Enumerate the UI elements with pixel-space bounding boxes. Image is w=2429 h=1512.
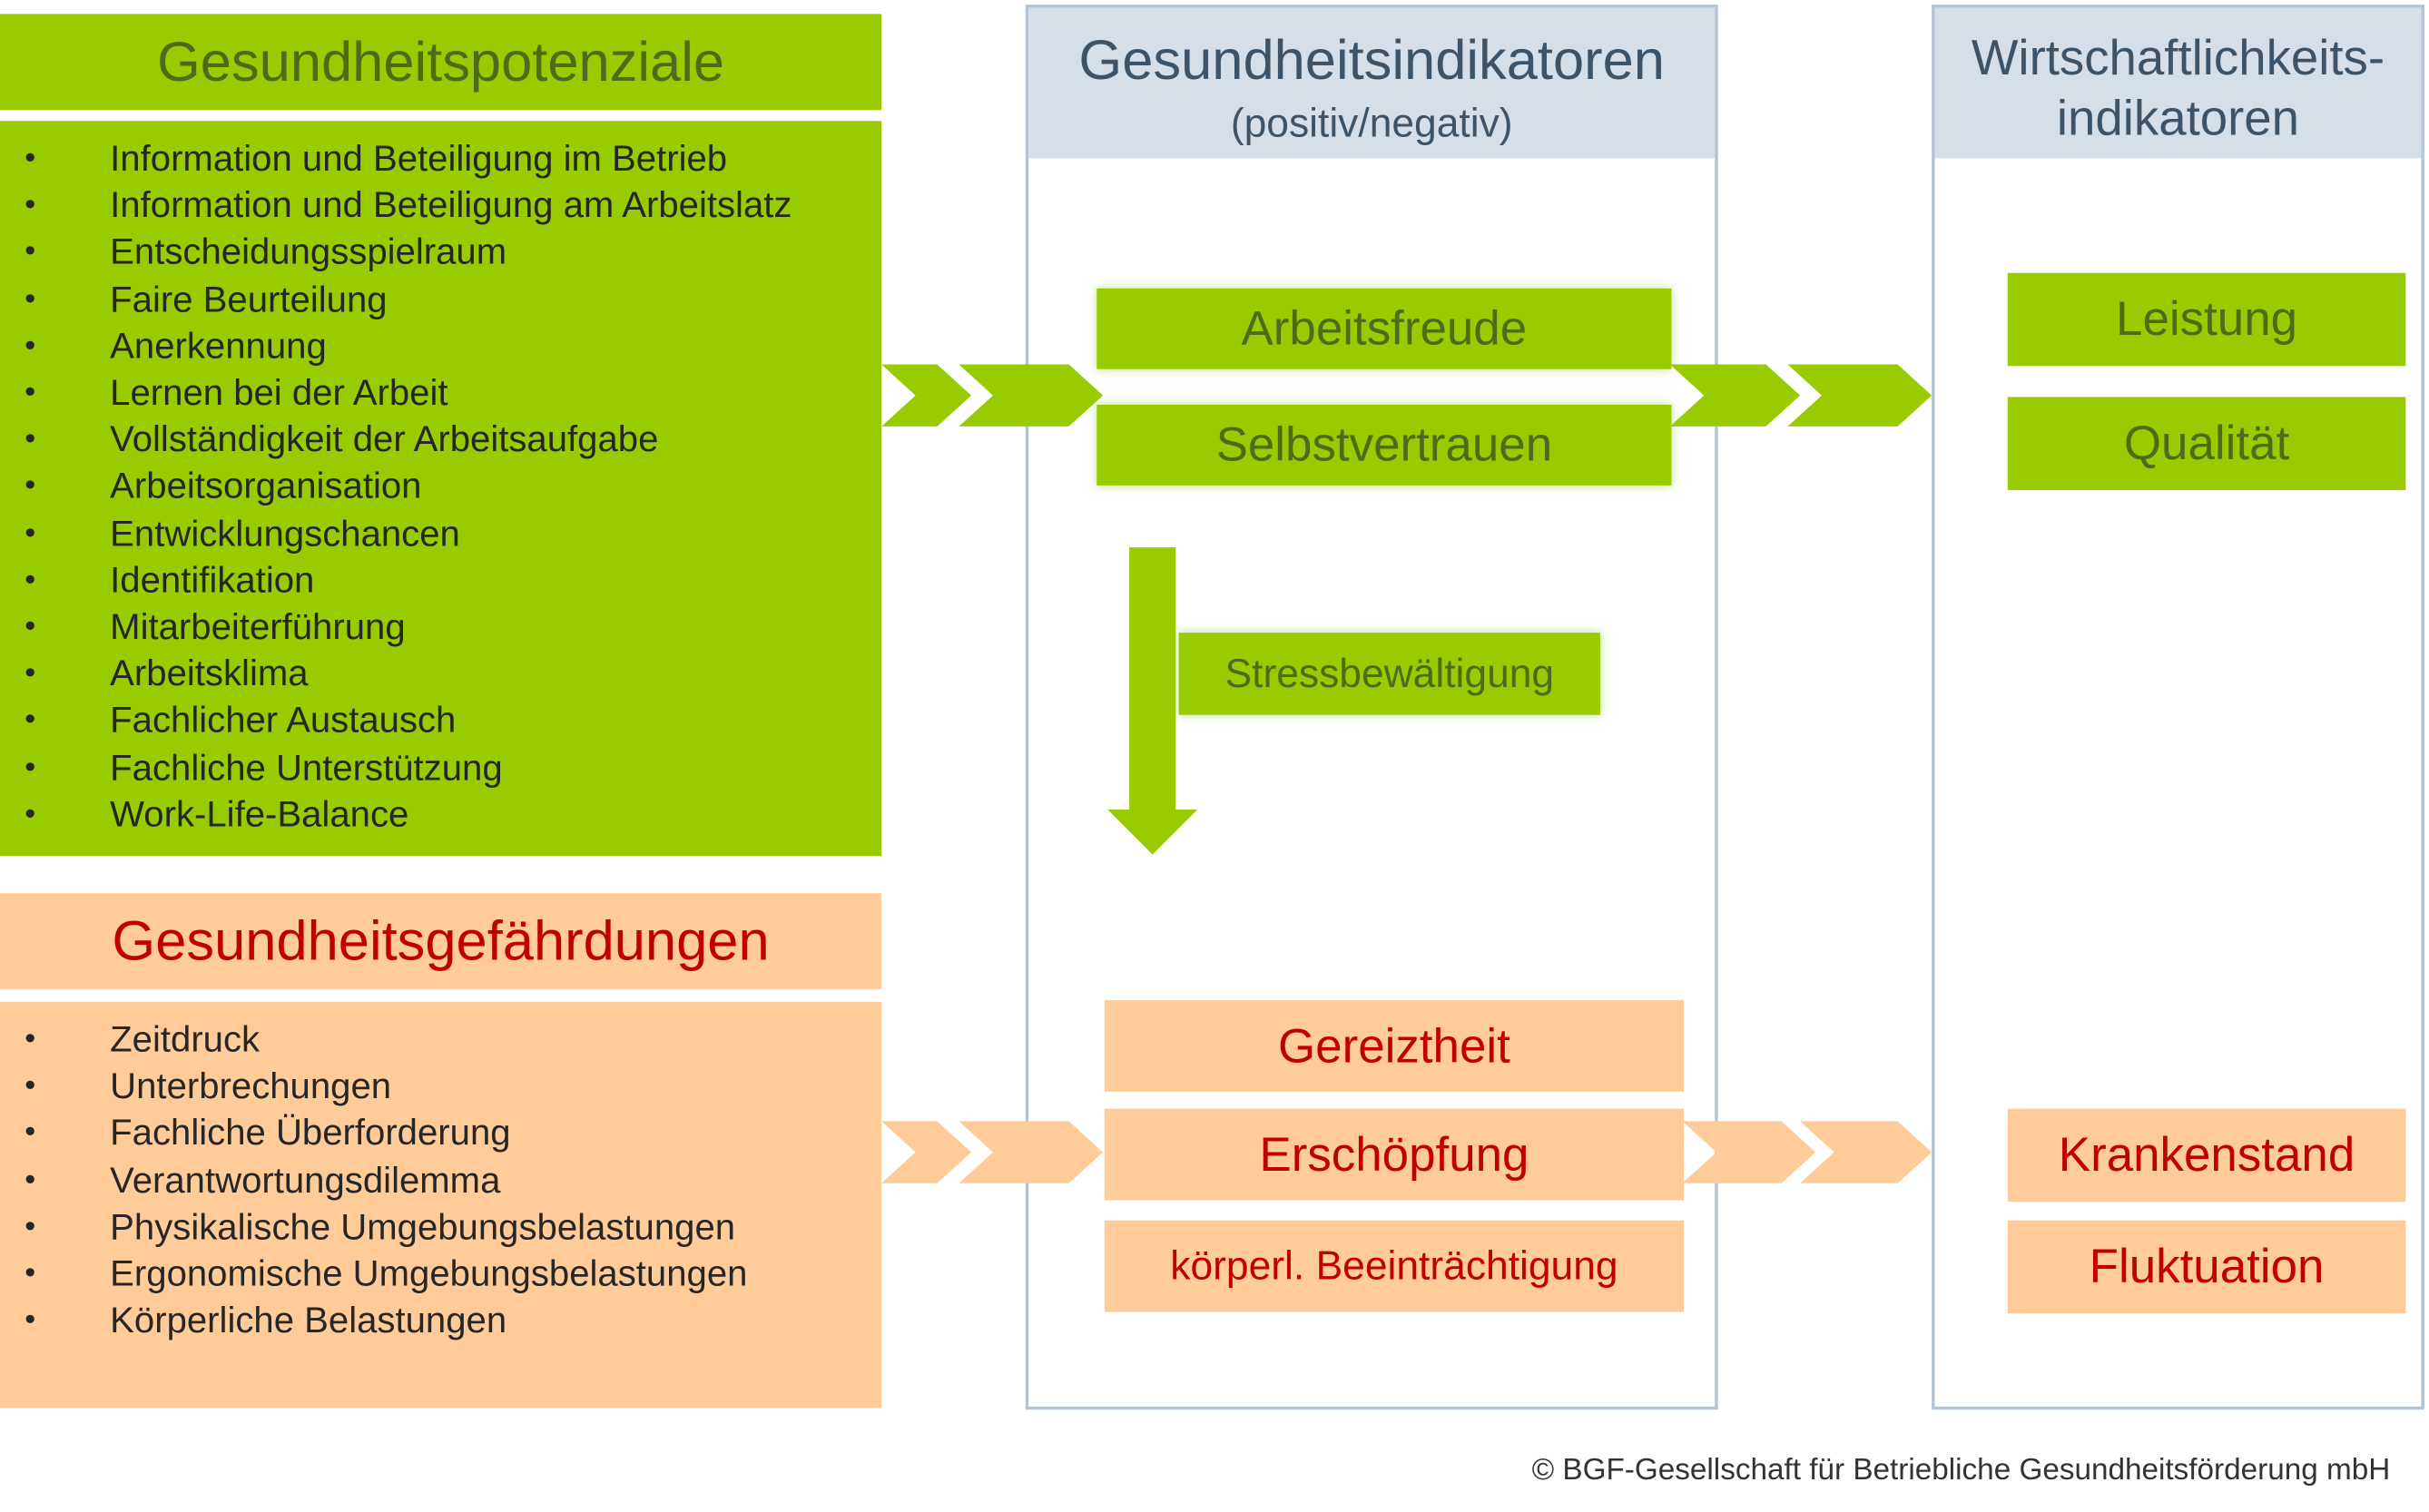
indikator-box-positive: Arbeitsfreude bbox=[1096, 288, 1672, 369]
chevron-arrow-icon bbox=[1800, 1121, 1932, 1183]
indikator-label: Erschöpfung bbox=[1259, 1126, 1529, 1182]
chevron-arrow-icon bbox=[959, 1121, 1104, 1183]
copyright-footer: © BGF-Gesellschaft für Betriebliche Gesu… bbox=[1531, 1453, 2391, 1487]
list-item: Physikalische Umgebungsbelastungen bbox=[0, 1203, 881, 1251]
list-item: Information und Beteiligung am Arbeitsla… bbox=[0, 182, 881, 229]
indikator-label: Arbeitsfreude bbox=[1241, 300, 1528, 356]
wirtschaft-title-line1: Wirtschaftlichkeits- bbox=[1971, 29, 2385, 85]
indikatoren-header: Gesundheitsindikatoren (positiv/negativ) bbox=[1028, 7, 1716, 159]
stress-label: Stressbewältigung bbox=[1224, 649, 1555, 697]
indikator-label: körperl. Beeinträchtigung bbox=[1170, 1242, 1618, 1289]
down-arrow-icon bbox=[1107, 547, 1198, 855]
list-item: Identifikation bbox=[0, 556, 881, 604]
indikator-box-negative: Erschöpfung bbox=[1104, 1108, 1685, 1201]
list-item: Information und Beteiligung im Betrieb bbox=[0, 135, 881, 182]
potenziale-list: Information und Beteiligung im Betrieb I… bbox=[0, 135, 881, 838]
chevron-arrow-icon bbox=[881, 1121, 972, 1183]
wirtschaft-box-positive: Qualität bbox=[2007, 397, 2406, 490]
list-item: Lernen bei der Arbeit bbox=[0, 369, 881, 417]
chevron-arrow-icon bbox=[1787, 364, 1932, 427]
indikator-label: Gereiztheit bbox=[1278, 1017, 1510, 1073]
gefaehrdungen-header: Gesundheitsgefährdungen bbox=[0, 893, 882, 990]
gefaehrdungen-list-box: Zeitdruck Unterbrechungen Fachliche Über… bbox=[0, 1001, 882, 1409]
list-item: Ergonomische Umgebungsbelastungen bbox=[0, 1250, 881, 1297]
wirtschaft-box-positive: Leistung bbox=[2007, 272, 2406, 367]
chevron-arrow-icon bbox=[1669, 364, 1801, 427]
list-item: Unterbrechungen bbox=[0, 1063, 881, 1110]
wirtschaft-box-negative: Krankenstand bbox=[2007, 1108, 2406, 1203]
potenziale-list-box: Information und Beteiligung im Betrieb I… bbox=[0, 121, 882, 857]
list-item: Anerkennung bbox=[0, 322, 881, 369]
potenziale-title: Gesundheitspotenziale bbox=[156, 29, 725, 93]
list-item: Körperliche Belastungen bbox=[0, 1297, 881, 1344]
wirtschaft-label: Qualität bbox=[2123, 415, 2290, 470]
list-item: Zeitdruck bbox=[0, 1016, 881, 1063]
indikatoren-title: Gesundheitsindikatoren bbox=[1078, 27, 1665, 92]
list-item: Work-Life-Balance bbox=[0, 790, 881, 838]
list-item: Arbeitsorganisation bbox=[0, 463, 881, 510]
chevron-arrow-icon bbox=[1682, 1121, 1816, 1183]
indikator-label: Selbstvertrauen bbox=[1215, 417, 1553, 472]
list-item: Entscheidungsspielraum bbox=[0, 229, 881, 276]
stress-box: Stressbewältigung bbox=[1178, 633, 1600, 715]
list-item: Faire Beurteilung bbox=[0, 275, 881, 322]
wirtschaft-label: Fluktuation bbox=[2089, 1239, 2325, 1294]
wirtschaft-box-negative: Fluktuation bbox=[2007, 1220, 2406, 1314]
list-item: Mitarbeiterführung bbox=[0, 604, 881, 651]
potenziale-header: Gesundheitspotenziale bbox=[0, 14, 882, 111]
list-item: Verantwortungsdilemma bbox=[0, 1156, 881, 1203]
chevron-arrow-icon bbox=[881, 364, 972, 427]
list-item: Arbeitsklima bbox=[0, 650, 881, 697]
indikator-box-negative: körperl. Beeinträchtigung bbox=[1104, 1220, 1685, 1312]
wirtschaft-header: Wirtschaftlichkeits- indikatoren bbox=[1934, 7, 2422, 159]
indikatoren-subtitle: (positiv/negativ) bbox=[1230, 99, 1513, 146]
wirtschaft-title-line2: indikatoren bbox=[2056, 90, 2300, 146]
list-item: Fachlicher Austausch bbox=[0, 697, 881, 744]
list-item: Fachliche Unterstützung bbox=[0, 744, 881, 791]
wirtschaft-label: Krankenstand bbox=[2058, 1127, 2355, 1183]
indikator-box-positive: Selbstvertrauen bbox=[1096, 404, 1672, 486]
chevron-arrow-icon bbox=[959, 364, 1104, 427]
list-item: Vollständigkeit der Arbeitsaufgabe bbox=[0, 416, 881, 463]
indikator-box-negative: Gereiztheit bbox=[1104, 1000, 1685, 1092]
list-item: Entwicklungschancen bbox=[0, 510, 881, 557]
gefaehrdungen-title: Gesundheitsgefährdungen bbox=[112, 908, 770, 973]
list-item: Fachliche Überforderung bbox=[0, 1109, 881, 1156]
wirtschaft-label: Leistung bbox=[2116, 291, 2298, 347]
gefaehrdungen-list: Zeitdruck Unterbrechungen Fachliche Über… bbox=[0, 1016, 881, 1344]
